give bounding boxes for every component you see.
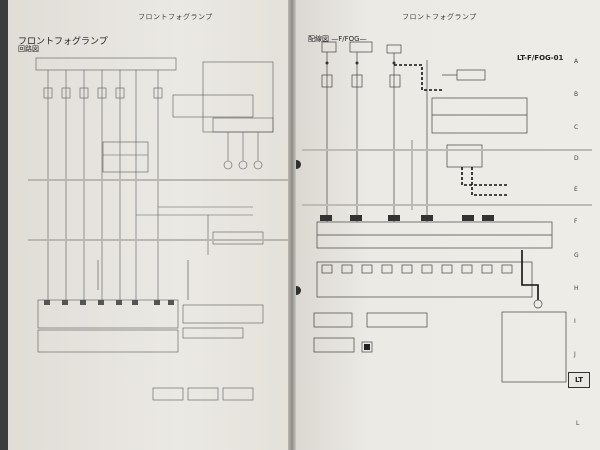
book-spine [288, 0, 296, 450]
left-section-title: フロントフォグランプ [18, 37, 108, 47]
left-circuit-diagram [28, 57, 288, 401]
side-letter: C [574, 124, 579, 131]
left-page: フロントフォグランプ フロントフォグランプ 回路図 [8, 0, 292, 450]
right-wiring-diagram [302, 41, 592, 383]
binder-hole [292, 160, 301, 169]
side-letter: D [574, 155, 579, 162]
diagram-code: LT-F/FOG-01 [517, 54, 564, 62]
left-page-header: フロントフォグランプ [138, 13, 213, 21]
side-letter: H [574, 285, 579, 292]
right-page: フロントフォグランプ 配線図 —F/FOG— LT-F/FOG-01 A B C… [292, 0, 600, 450]
binder-hole [292, 286, 301, 295]
right-section-title: 配線図 —F/FOG— [308, 35, 367, 43]
side-letter: F [574, 218, 578, 225]
side-letter: A [574, 58, 579, 65]
bottom-letter: L [576, 420, 580, 427]
side-letter: I [574, 318, 576, 325]
side-letter: G [574, 252, 579, 259]
side-tab: LT [568, 372, 590, 388]
side-letter: B [574, 91, 579, 98]
left-subsection-title: 回路図 [18, 45, 39, 53]
side-tab-label: LT [574, 376, 584, 384]
right-page-header: フロントフォグランプ [402, 13, 477, 21]
side-letter: E [574, 186, 578, 193]
side-letter: J [574, 351, 576, 358]
